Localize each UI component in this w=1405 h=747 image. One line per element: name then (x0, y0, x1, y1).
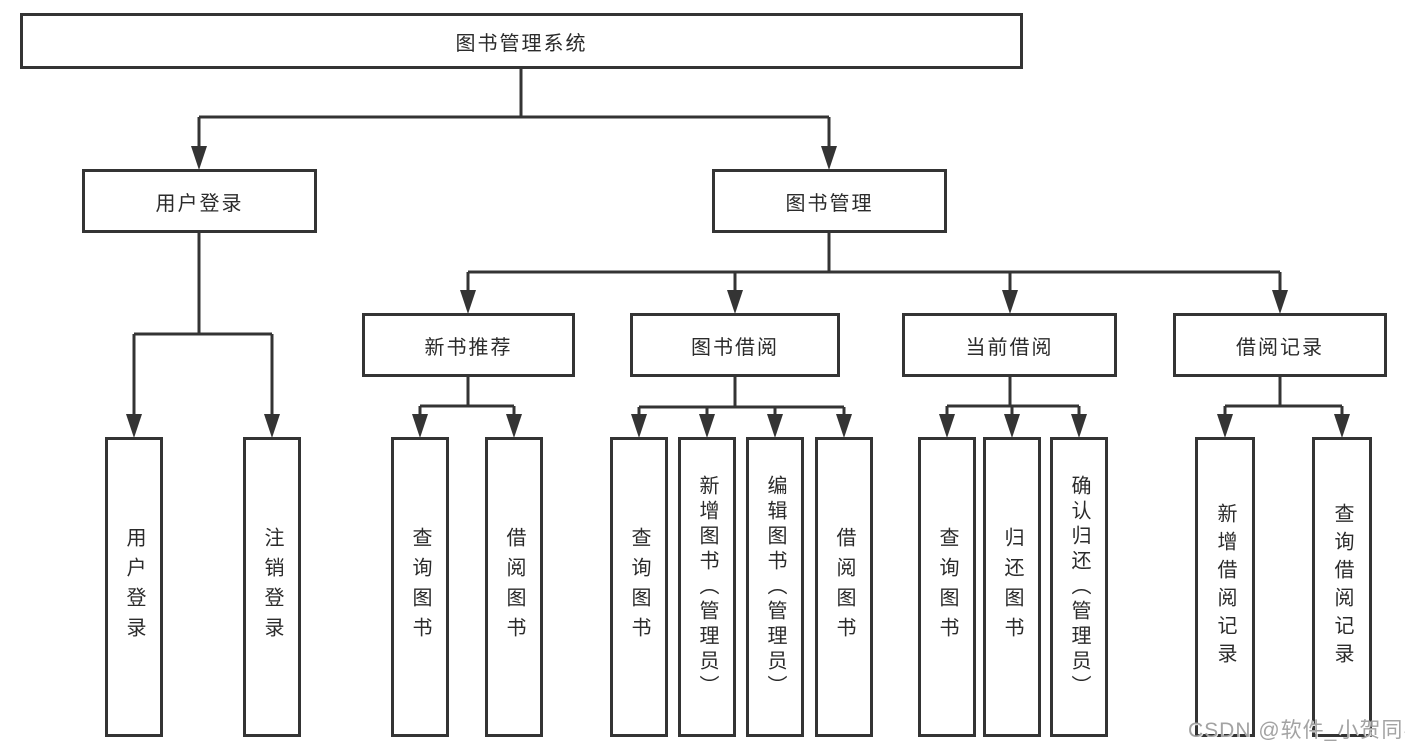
node-book-borrowing: 图书借阅 (630, 313, 840, 377)
leaf-edit-book-admin: 编辑图书（管理员） (746, 437, 804, 737)
node-library-management-system: 图书管理系统 (20, 13, 1023, 69)
node-label: 图书管理系统 (455, 32, 588, 55)
leaf-label: 新增图书（管理员） (696, 474, 718, 700)
node-label: 新书推荐 (424, 336, 513, 359)
node-label: 用户登录 (155, 192, 244, 215)
node-new-book-recommendation: 新书推荐 (362, 313, 575, 377)
node-label: 当前借阅 (965, 336, 1054, 359)
node-current-borrowing: 当前借阅 (902, 313, 1117, 377)
leaf-label: 归还图书 (1001, 527, 1023, 647)
leaf-add-borrow-record: 新增借阅记录 (1195, 437, 1255, 737)
node-borrowing-records: 借阅记录 (1173, 313, 1387, 377)
leaf-label: 借阅图书 (503, 527, 525, 647)
arrowhead-icons (126, 146, 1350, 438)
leaf-label: 查询借阅记录 (1331, 503, 1353, 671)
leaf-query-books-current: 查询图书 (918, 437, 976, 737)
leaf-confirm-return-admin: 确认归还（管理员） (1050, 437, 1108, 737)
leaf-label: 用户登录 (123, 527, 145, 647)
node-user-login-module: 用户登录 (82, 169, 317, 233)
leaf-borrow-books-recommend: 借阅图书 (485, 437, 543, 737)
node-book-management-module: 图书管理 (712, 169, 947, 233)
leaf-query-books-borrowing: 查询图书 (610, 437, 668, 737)
leaf-return-books: 归还图书 (983, 437, 1041, 737)
leaf-user-login: 用户登录 (105, 437, 163, 737)
leaf-label: 查询图书 (628, 527, 650, 647)
leaf-label: 确认归还（管理员） (1068, 474, 1090, 700)
leaf-label: 查询图书 (936, 527, 958, 647)
leaf-add-book-admin: 新增图书（管理员） (678, 437, 736, 737)
csdn-watermark: CSDN @软件_小贺同学 (1188, 719, 1405, 742)
leaf-label: 查询图书 (409, 527, 431, 647)
leaf-query-books-recommend: 查询图书 (391, 437, 449, 737)
leaf-borrow-books: 借阅图书 (815, 437, 873, 737)
leaf-label: 借阅图书 (833, 527, 855, 647)
node-label: 图书借阅 (691, 336, 779, 359)
leaf-logout: 注销登录 (243, 437, 301, 737)
node-label: 借阅记录 (1236, 336, 1324, 359)
leaf-label: 新增借阅记录 (1214, 503, 1236, 671)
leaf-label: 编辑图书（管理员） (764, 474, 786, 700)
node-label: 图书管理 (785, 192, 874, 215)
leaf-query-borrow-record: 查询借阅记录 (1312, 437, 1372, 737)
leaf-label: 注销登录 (261, 527, 283, 647)
